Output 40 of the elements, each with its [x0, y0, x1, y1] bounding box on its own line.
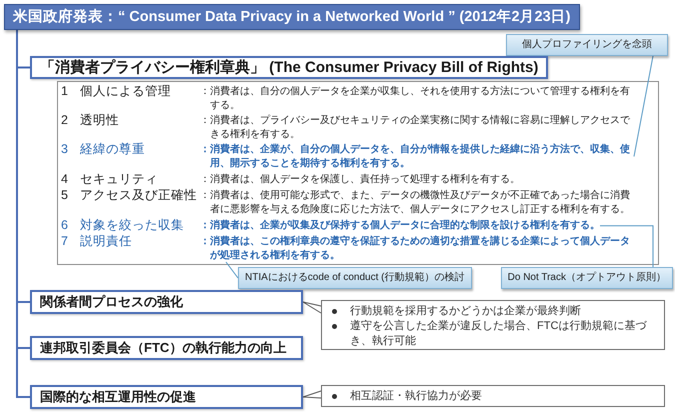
callout-pointer: [302, 390, 322, 398]
rights-panel: [57, 81, 659, 265]
note-box: [321, 385, 665, 407]
callout-pointer: [302, 302, 322, 314]
right-name: 経緯の尊重: [80, 142, 145, 156]
item-number: 1: [61, 84, 68, 98]
bullet-text: 行動規範を採用するかどうかは企業が最終判断: [350, 304, 581, 319]
right-description: ：消費者は、個人データを保護し、責任持って処理する権利を有する。: [200, 173, 520, 186]
item-number: 4: [61, 172, 68, 186]
callout-note: 個人プロファイリングを念頭: [506, 34, 668, 56]
right-description: ：消費者は、企業が、自分の個人データを、自分が情報を提供した経緯に沿う方法で、収集、使用、開示することを期待する権利を有する。: [200, 143, 631, 170]
title-banner: 米国政府発表：“ Consumer Data Privacy in a Networked World ” (2012年2月23日): [4, 4, 580, 30]
leader-line: [600, 225, 654, 268]
item-number: 6: [61, 218, 68, 232]
section-heading: 連邦取引委員会（FTC）の執行能力の向上: [30, 336, 303, 360]
callout-note: NTIAにおけるcode of conduct (行動規範）の検討: [238, 267, 472, 289]
bullet-text: 遵守を公言した企業が違反した場合、FTCは行動規範に基づき、執行可能: [350, 319, 648, 349]
right-description: ：消費者は、この権利章典の遵守を保証するための適切な措置を講じる企業によって個人データが処理される権利を有する。: [200, 235, 631, 262]
bullet-text: 相互認証・執行協力が必要: [350, 389, 482, 404]
note-box: [321, 300, 665, 350]
section-heading: 国際的な相互運用性の促進: [30, 385, 303, 409]
right-name: セキュリティ: [80, 172, 158, 186]
right-description: ：消費者は、プライバシー及びセキュリティの企業実務に関する情報に容易に理解しアクセスできる権利を有する。: [200, 114, 631, 141]
right-name: 個人による管理: [80, 84, 171, 98]
right-description: ：消費者は、自分の個人データを企業が収集し、それを使用する方法について管理する権利を有する。: [200, 85, 631, 112]
item-number: 2: [61, 113, 68, 127]
leader-line: [634, 56, 654, 157]
right-name: 説明責任: [80, 234, 132, 248]
section-heading: 関係者間プロセスの強化: [30, 290, 303, 314]
right-name: アクセス及び正確性: [80, 188, 197, 202]
right-name: 透明性: [80, 113, 119, 127]
leader-line: [226, 262, 238, 278]
right-name: 対象を絞った収集: [80, 218, 184, 232]
callout-note: Do Not Track（オプトアウト原則）: [500, 267, 673, 289]
item-number: 7: [61, 234, 68, 248]
section-heading: 「消費者プライバシー権利章典」 (The Consumer Privacy Bill of Rights): [30, 56, 548, 79]
right-description: ：消費者は、企業が収集及び保持する個人データに合理的な制限を設ける権利を有する。: [200, 219, 600, 232]
item-number: 5: [61, 188, 68, 202]
item-number: 3: [61, 142, 68, 156]
right-description: ：消費者は、使用可能な形式で、また、データの機微性及びデータが不正確であった場合に消費者に悪影響を与える危険度に応じた方法で、個人データにアクセスし訂正する権利を有する。: [200, 189, 631, 216]
